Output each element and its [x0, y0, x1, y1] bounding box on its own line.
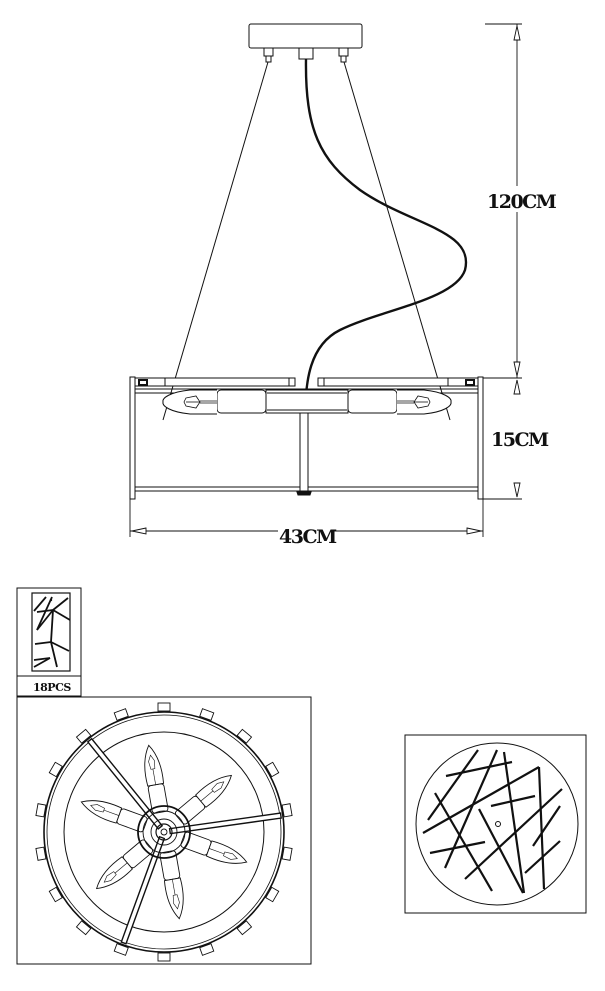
dim-label-height: 15CM [491, 429, 549, 451]
inner-ring [63, 731, 265, 933]
socket-right [347, 389, 398, 414]
arrow-up-120 [513, 25, 521, 41]
diffuser-shard-lines [422, 749, 563, 894]
diffuser-disc [415, 742, 579, 906]
bulbs [80, 744, 248, 920]
suspension-wire-left [162, 61, 269, 421]
side-view [129, 23, 484, 500]
crystal-panel-icon [31, 592, 71, 672]
crystal-panel-detail [16, 587, 82, 697]
socket-left [216, 389, 267, 414]
crystal-shard-pattern [33, 596, 71, 668]
diffuser-view-frame [404, 734, 587, 914]
diffuser-center-mark [495, 821, 501, 827]
arrow-down-15 [513, 482, 521, 498]
arrow-down-120 [513, 361, 521, 377]
frame-post-left [129, 376, 136, 500]
power-cord [303, 58, 468, 421]
dim-label-diameter: 43CM [279, 526, 337, 548]
outer-ring [43, 711, 285, 953]
rim-crystal-panels [35, 702, 293, 962]
cable-clamp-left [263, 47, 274, 63]
top-bar-left [134, 377, 296, 387]
filament-right [397, 395, 431, 409]
ceiling-canopy [248, 23, 363, 49]
dim-label-suspension: 120CM [487, 191, 557, 213]
bottom-view-frame [16, 696, 312, 965]
arrow-left-43 [131, 527, 147, 535]
cord-grip-center [298, 47, 314, 60]
filament-left [183, 395, 217, 409]
bottom-finial [296, 491, 312, 496]
bottom-view [16, 696, 312, 965]
center-stem [299, 412, 309, 492]
suspension-wire-right [343, 61, 451, 421]
support-arms [86, 737, 282, 945]
bottom-center-hub [137, 805, 191, 859]
top-bar-right [317, 377, 479, 387]
dimension-lines [129, 23, 522, 537]
crystal-quantity-label: 18PCS [33, 681, 71, 694]
frame-post-right [477, 376, 484, 500]
arrow-up-15 [513, 379, 521, 395]
arrow-right-43 [466, 527, 482, 535]
diffuser-view [404, 734, 587, 914]
cable-clamp-right [338, 47, 349, 63]
